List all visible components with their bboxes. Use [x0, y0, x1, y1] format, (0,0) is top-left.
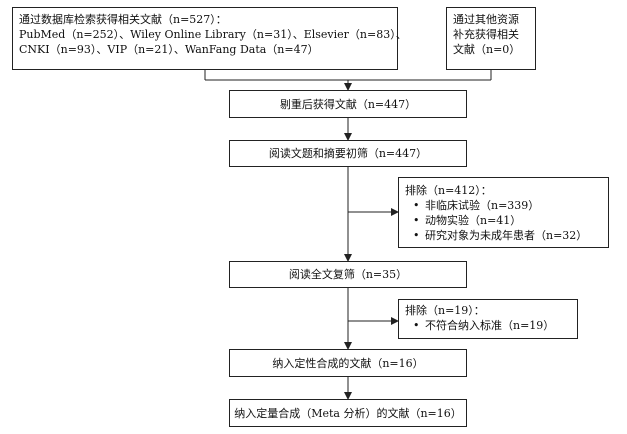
exclusion-2-title: 排除（n=19）： — [405, 304, 485, 317]
bullet-icon: • — [413, 229, 420, 242]
exclusion-2-item-label: 不符合纳入标准（n=19） — [425, 319, 555, 332]
exclusion-1-item: • 非临床试验（n=339） — [405, 198, 602, 213]
quantitative-synthesis-label: 纳入定量合成（Meta 分析）的文献（n=16） — [234, 406, 462, 420]
exclusion-2-item: • 不符合纳入标准（n=19） — [405, 318, 571, 333]
exclusion-1-item: • 动物实验（n=41） — [405, 213, 602, 228]
quantitative-synthesis-box: 纳入定量合成（Meta 分析）的文献（n=16） — [229, 399, 467, 427]
exclusion-1-item-label: 非临床试验（n=339） — [425, 199, 540, 212]
database-sources-line-2: PubMed（n=252）、Wiley Online Library（n=31）… — [19, 28, 407, 41]
title-abstract-screening-box: 阅读文题和摘要初筛（n=447） — [229, 140, 467, 167]
fulltext-screening-label: 阅读全文复筛（n=35） — [288, 268, 408, 281]
other-sources-line-3: 文献（n=0） — [453, 43, 521, 56]
database-sources-box: 通过数据库检索获得相关文献（n=527）： PubMed（n=252）、Wile… — [12, 7, 407, 70]
bullet-icon: • — [413, 319, 420, 332]
qualitative-synthesis-label: 纳入定性合成的文献（n=16） — [272, 356, 424, 370]
exclusion-1-item-label: 动物实验（n=41） — [425, 214, 522, 227]
exclusion-1-item: • 研究对象为未成年患者（n=32） — [405, 228, 602, 243]
other-sources-box: 通过其他资源 补充获得相关 文献（n=0） — [446, 7, 536, 70]
qualitative-synthesis-box: 纳入定性合成的文献（n=16） — [229, 349, 467, 377]
other-sources-line-2: 补充获得相关 — [453, 28, 519, 41]
bullet-icon: • — [413, 199, 420, 212]
dedup-box: 剔重后获得文献（n=447） — [229, 90, 467, 118]
title-abstract-screening-label: 阅读文题和摘要初筛（n=447） — [268, 147, 428, 160]
exclusion-1-title: 排除（n=412）： — [405, 184, 492, 197]
exclusion-1-item-label: 研究对象为未成年患者（n=32） — [425, 229, 588, 242]
exclusion-box-2: 排除（n=19）： • 不符合纳入标准（n=19） — [398, 299, 578, 339]
database-sources-line-3: CNKI（n=93）、VIP（n=21）、WanFang Data（n=47） — [19, 43, 319, 56]
database-sources-line-1: 通过数据库检索获得相关文献（n=527）： — [19, 13, 227, 26]
other-sources-line-1: 通过其他资源 — [453, 13, 519, 26]
exclusion-box-1: 排除（n=412）： • 非临床试验（n=339） • 动物实验（n=41） • 研究… — [398, 177, 609, 248]
dedup-label: 剔重后获得文献（n=447） — [279, 97, 417, 111]
bullet-icon: • — [413, 214, 420, 227]
fulltext-screening-box: 阅读全文复筛（n=35） — [229, 261, 467, 288]
